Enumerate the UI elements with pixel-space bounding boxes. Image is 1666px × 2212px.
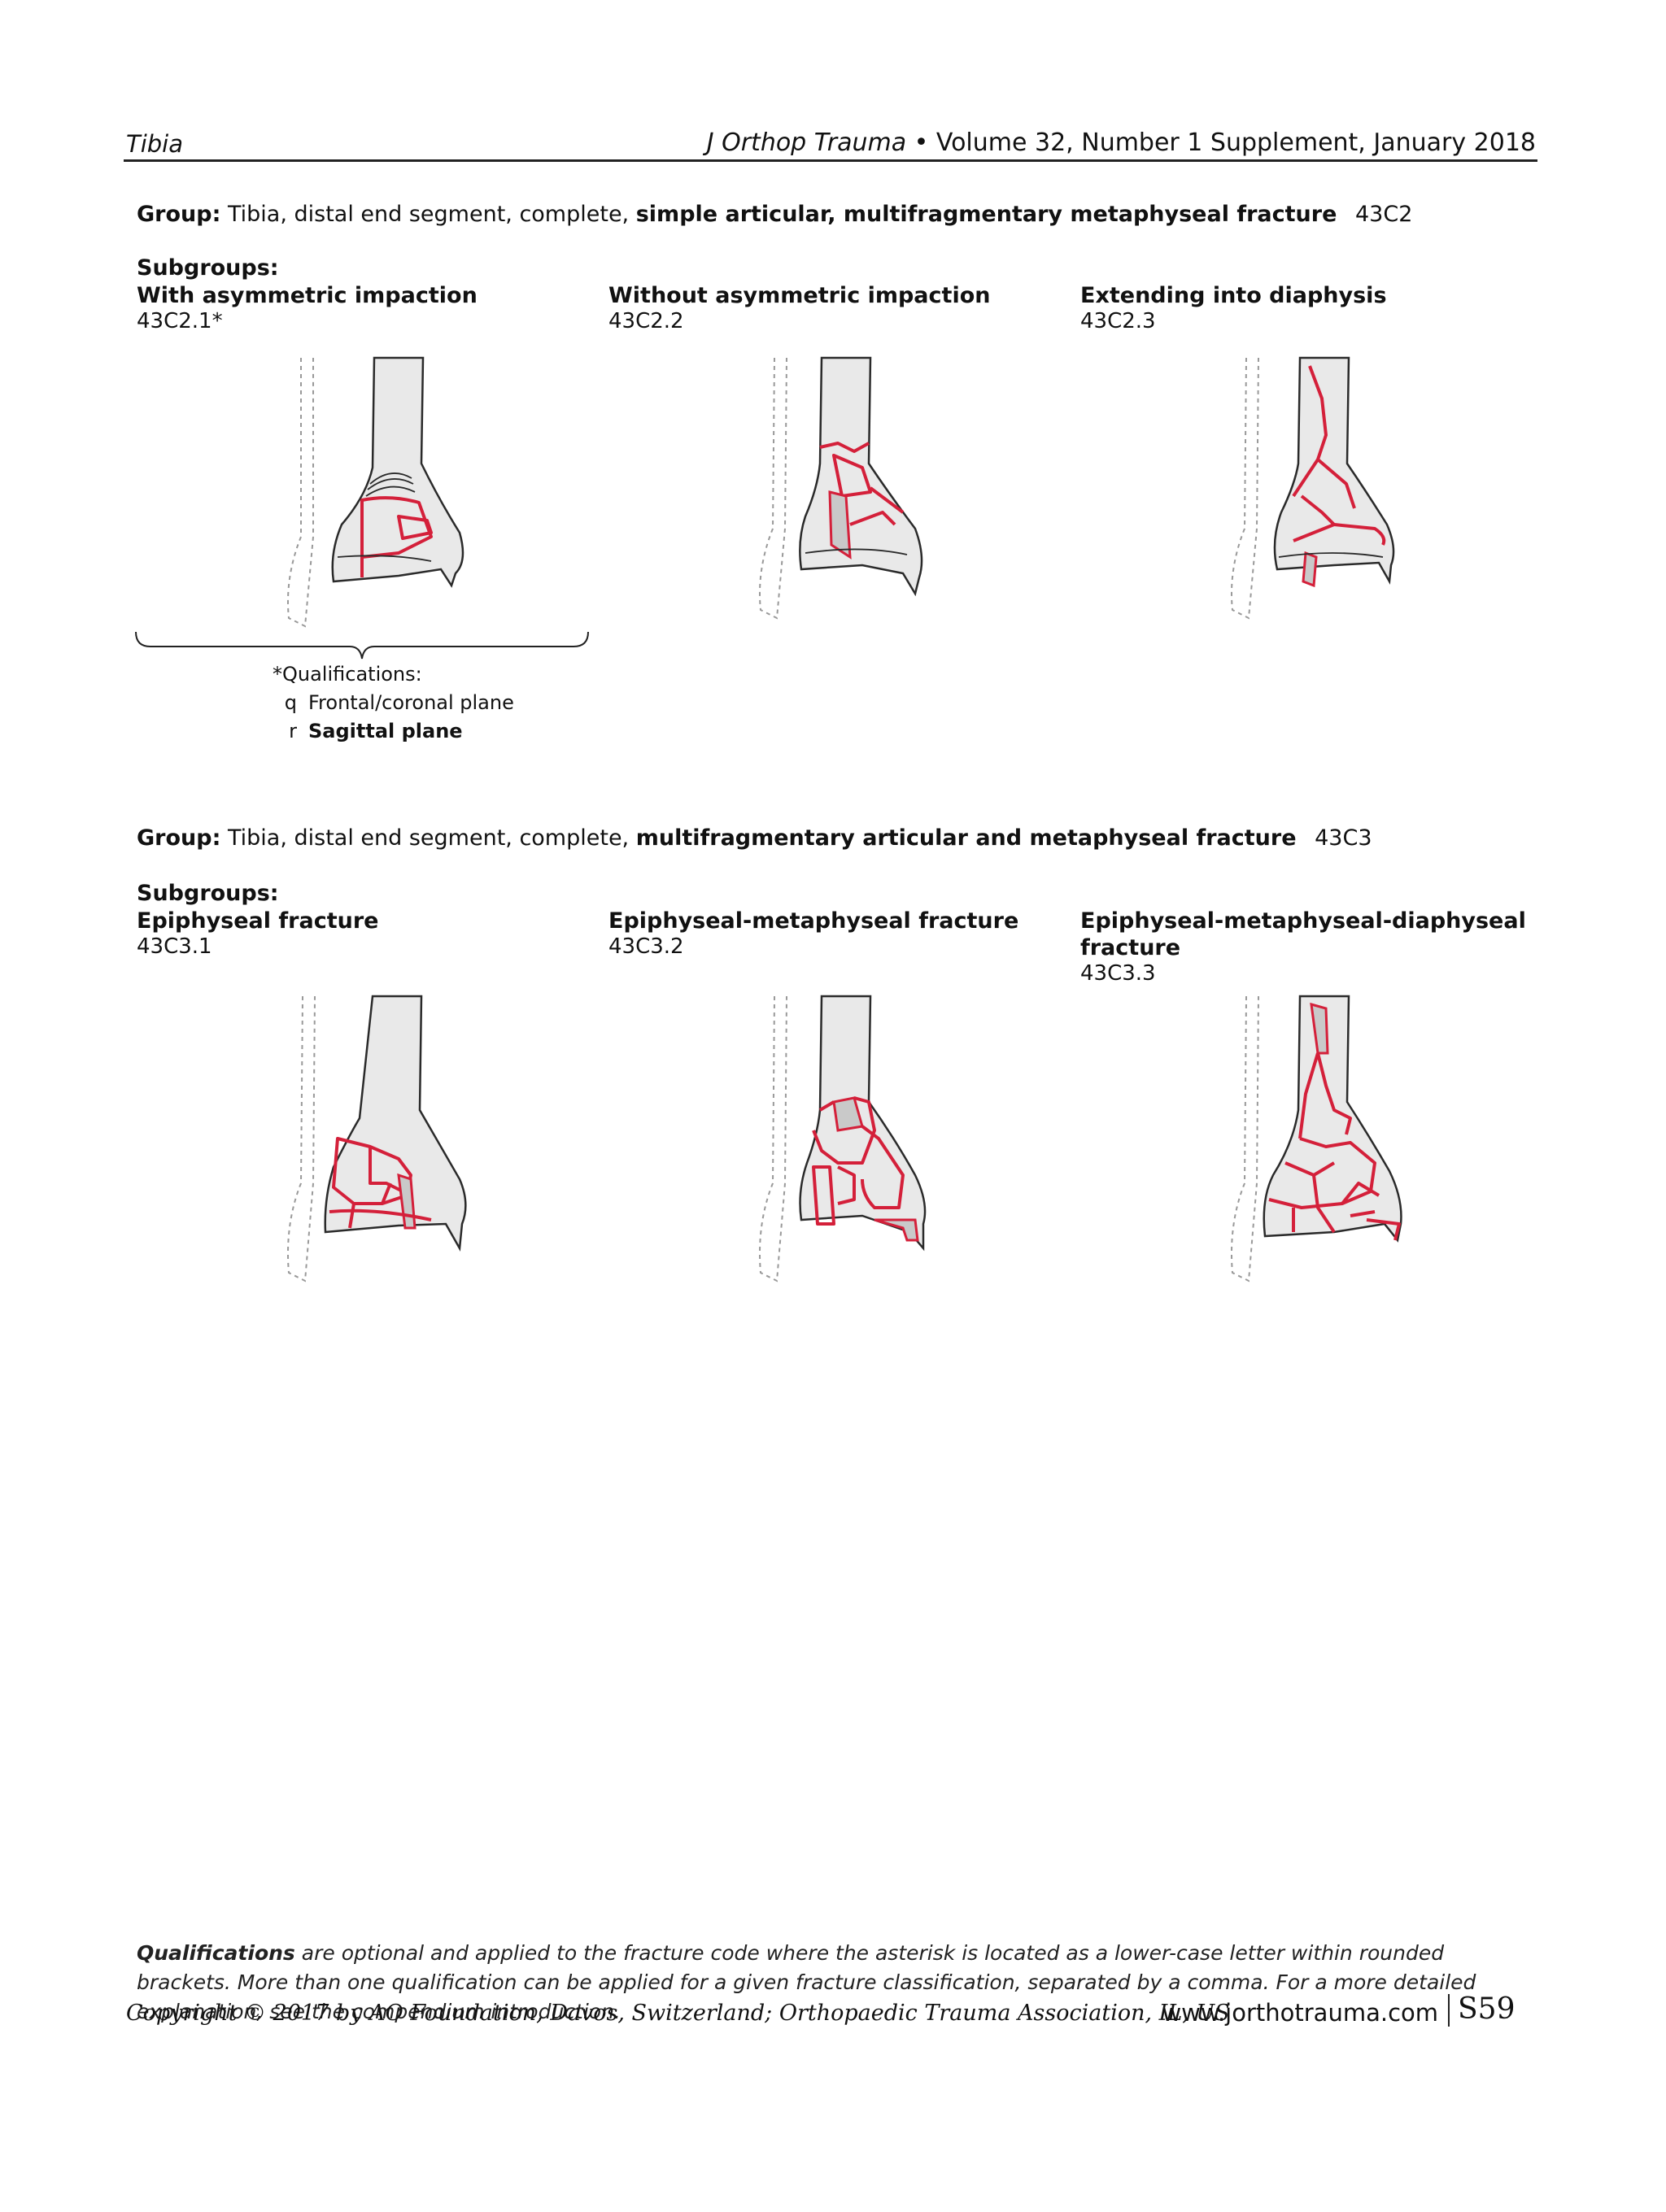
journal-name: J Orthop Trauma	[706, 128, 907, 157]
subgroup-code: 43C3.3	[1080, 961, 1156, 986]
subgroups-label: Subgroups:	[137, 255, 279, 281]
subgroup-code: 43C2.3	[1080, 309, 1156, 333]
subgroup-43c2-2: Without asymmetric impaction 43C2.2	[608, 282, 1064, 333]
group-text: Tibia, distal end segment, complete,	[227, 202, 630, 227]
illustration-43c2-2	[759, 356, 923, 620]
header-rule	[124, 159, 1537, 162]
copyright-notice: Copyright © 2017 by AO Foundation, Davos…	[126, 2001, 1230, 2026]
qualifications-title: *Qualifications:	[273, 663, 422, 686]
illustration-43c2-1	[287, 356, 464, 628]
subgroup-title: Epiphyseal fracture	[137, 908, 379, 934]
subgroup-title: Epiphyseal-metaphyseal fracture	[608, 908, 1019, 934]
subgroup-title: Epiphyseal-metaphyseal-diaphyseal fractu…	[1080, 908, 1526, 960]
subgroups-label: Subgroups:	[137, 881, 279, 906]
illustration-43c3-1	[287, 995, 467, 1282]
running-head-journal: J Orthop Trauma • Volume 32, Number 1 Su…	[707, 128, 1536, 157]
subgroup-43c3-2: Epiphyseal-metaphyseal fracture 43C3.2	[608, 908, 1064, 959]
group-code: 43C2	[1355, 202, 1413, 227]
group-text: Tibia, distal end segment, complete,	[227, 825, 630, 851]
subgroup-code: 43C2.2	[608, 309, 684, 333]
illustration-43c3-2	[759, 995, 927, 1282]
group-label: Group:	[137, 202, 221, 227]
subgroup-code: 43C3.1	[137, 934, 212, 959]
subgroup-43c2-1: With asymmetric impaction 43C2.1*	[137, 282, 592, 333]
subgroup-43c2-3: Extending into diaphysis 43C2.3	[1080, 282, 1536, 333]
subgroup-code: 43C3.2	[608, 934, 684, 959]
journal-issue: • Volume 32, Number 1 Supplement, Januar…	[914, 128, 1536, 157]
page-number: S59	[1458, 1992, 1516, 2026]
illustration-43c3-3	[1231, 995, 1402, 1282]
subgroup-title: With asymmetric impaction	[137, 283, 478, 308]
footnote-text: are optional and applied to the fracture…	[137, 1941, 1476, 2023]
illustration-43c2-3	[1231, 356, 1395, 620]
qualifications-footnote: Qualifications are optional and applied …	[137, 1939, 1536, 2027]
running-head-section: Tibia	[126, 130, 184, 158]
subgroup-43c3-3: Epiphyseal-metaphyseal-diaphyseal fractu…	[1080, 908, 1536, 986]
group-43c2-heading: Group: Tibia, distal end segment, comple…	[137, 202, 1412, 227]
journal-website-link[interactable]: www.jorthotrauma.com	[1162, 1999, 1438, 2027]
group-code: 43C3	[1315, 825, 1372, 851]
subgroup-43c3-1: Epiphyseal fracture 43C3.1	[137, 908, 592, 959]
group-bold-text: simple articular, multifragmentary metap…	[635, 202, 1337, 227]
subgroup-code: 43C2.1*	[137, 309, 223, 333]
subgroup-title: Extending into diaphysis	[1080, 283, 1387, 308]
footnote-lead: Qualifications	[137, 1941, 295, 1965]
qualification-bracket	[135, 631, 589, 660]
group-bold-text: multifragmentary articular and metaphyse…	[635, 825, 1297, 851]
group-43c3-heading: Group: Tibia, distal end segment, comple…	[137, 825, 1372, 851]
footer-divider	[1448, 1994, 1450, 2027]
subgroup-title: Without asymmetric impaction	[608, 283, 991, 308]
group-label: Group:	[137, 825, 221, 851]
